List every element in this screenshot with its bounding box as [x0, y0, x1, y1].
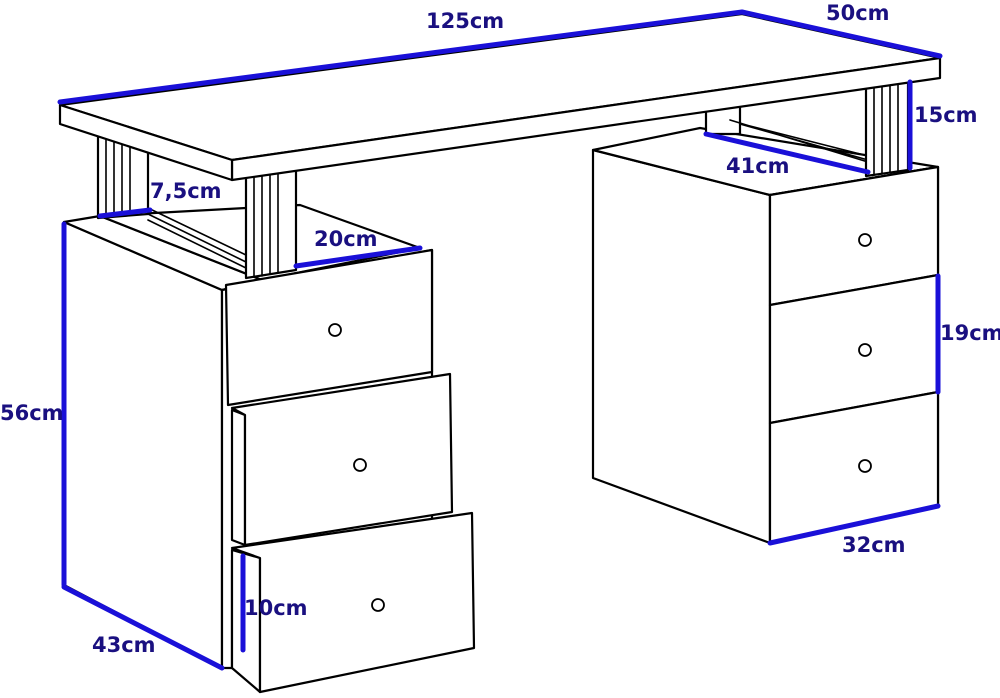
label-left-riser-depth: 7,5cm	[150, 179, 222, 203]
knob-icon[interactable]	[353, 458, 367, 472]
left-drawer-2-side	[230, 408, 247, 547]
right-riser-post	[864, 76, 910, 178]
dim-line-left-riser-depth	[97, 207, 153, 219]
label-drawer-height: 19cm	[940, 321, 1000, 345]
knob-icon[interactable]	[858, 459, 872, 473]
left-drawer-3[interactable]	[230, 511, 476, 694]
left-riser-rails	[147, 207, 247, 269]
label-drawer-front-height: 10cm	[244, 596, 308, 620]
right-pedestal-side	[591, 148, 772, 545]
dim-line-riser-width	[703, 131, 871, 175]
label-shelf-depth: 20cm	[314, 227, 378, 251]
knob-icon[interactable]	[371, 598, 385, 612]
label-depth: 50cm	[826, 1, 890, 25]
right-riser-rail	[729, 119, 869, 163]
left-pedestal	[62, 203, 476, 694]
right-riser-slats	[873, 79, 899, 176]
left-riser	[96, 130, 298, 280]
label-total-width: 125cm	[426, 9, 504, 33]
desktop	[58, 12, 942, 182]
left-drawer-2[interactable]	[230, 372, 454, 547]
desktop-side-edge	[58, 103, 234, 182]
label-riser-width: 41cm	[726, 154, 790, 178]
left-riser-back-slats	[105, 132, 131, 218]
dim-line-pedestal-depth	[61, 584, 225, 671]
knob-icon[interactable]	[858, 233, 872, 247]
label-drawer-width: 32cm	[842, 533, 906, 557]
knob-icon[interactable]	[858, 343, 872, 357]
dim-line-depth	[739, 9, 943, 59]
left-riser-front-slats	[253, 166, 279, 278]
dimension-lines	[57, 9, 943, 671]
dim-line-width	[57, 9, 745, 105]
right-pedestal	[591, 126, 940, 545]
left-drawer-3-side	[230, 548, 262, 694]
label-pedestal-depth: 43cm	[92, 633, 156, 657]
dim-line-shelf-depth	[293, 245, 423, 269]
knob-icon[interactable]	[328, 323, 342, 337]
label-pedestal-height: 56cm	[0, 401, 64, 425]
dim-line-drawer-width	[767, 503, 941, 546]
dimension-labels: 125cm 50cm 15cm 41cm 7,5cm 20cm 56cm 43c…	[0, 1, 1000, 657]
label-riser-height: 15cm	[914, 103, 978, 127]
